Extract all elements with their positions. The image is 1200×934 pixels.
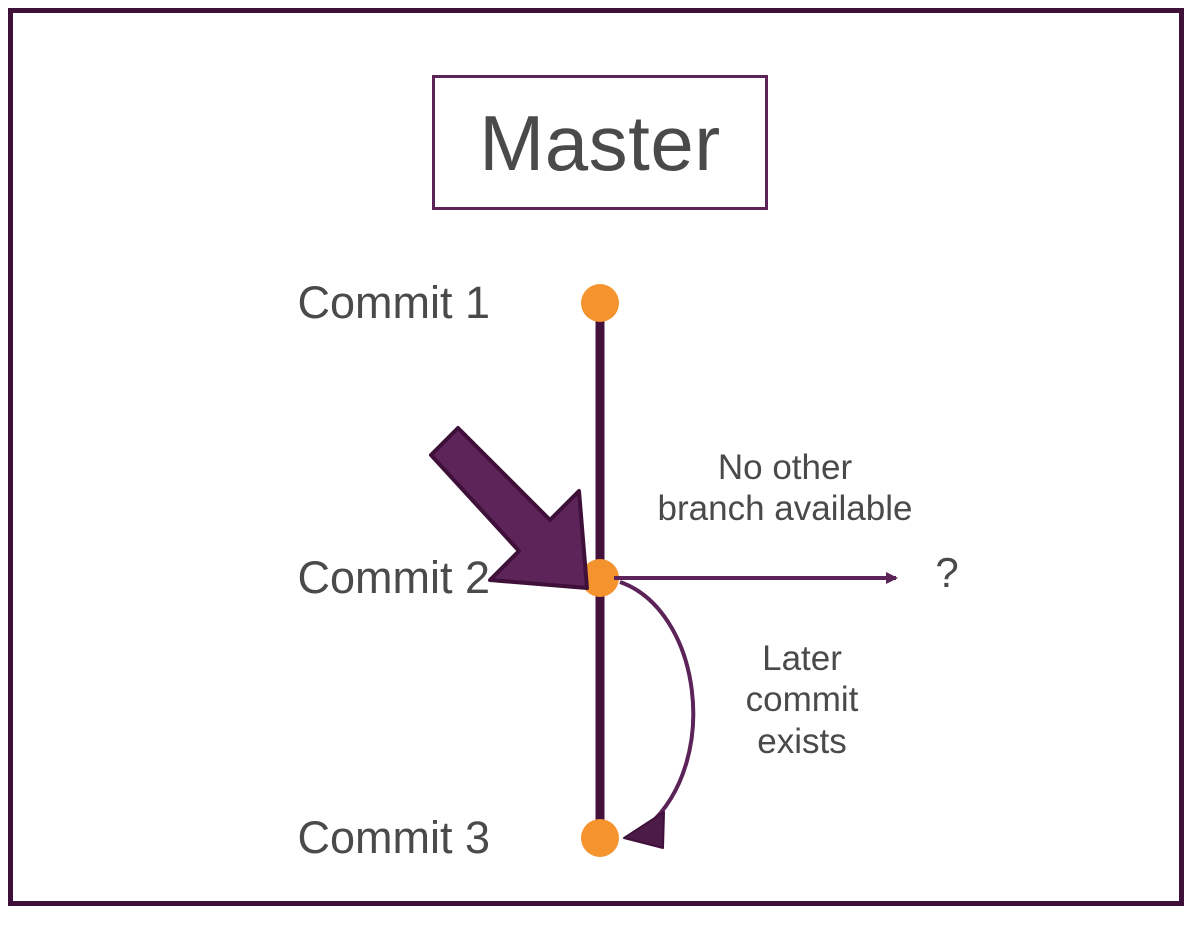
annotation-no-other-branch: No other branch available bbox=[657, 448, 913, 529]
commit-dot-1 bbox=[581, 284, 619, 322]
later-commit-curve bbox=[619, 580, 696, 828]
commit-label-2: Commit 2 bbox=[297, 552, 490, 603]
commit-label-3: Commit 3 bbox=[297, 812, 490, 863]
branch-title-label: Master bbox=[479, 98, 721, 187]
commit-dot-2 bbox=[581, 559, 619, 597]
question-mark-label: ? bbox=[935, 549, 959, 596]
pointer-arrow-to-commit-2 bbox=[429, 426, 589, 590]
commit-label-1: Commit 1 bbox=[297, 277, 490, 328]
later-commit-arrowhead bbox=[623, 811, 665, 849]
branch-title-box: Master bbox=[432, 75, 768, 210]
annotation-later-commit-exists: Later commit exists bbox=[745, 639, 859, 761]
commit-dot-3 bbox=[581, 819, 619, 857]
